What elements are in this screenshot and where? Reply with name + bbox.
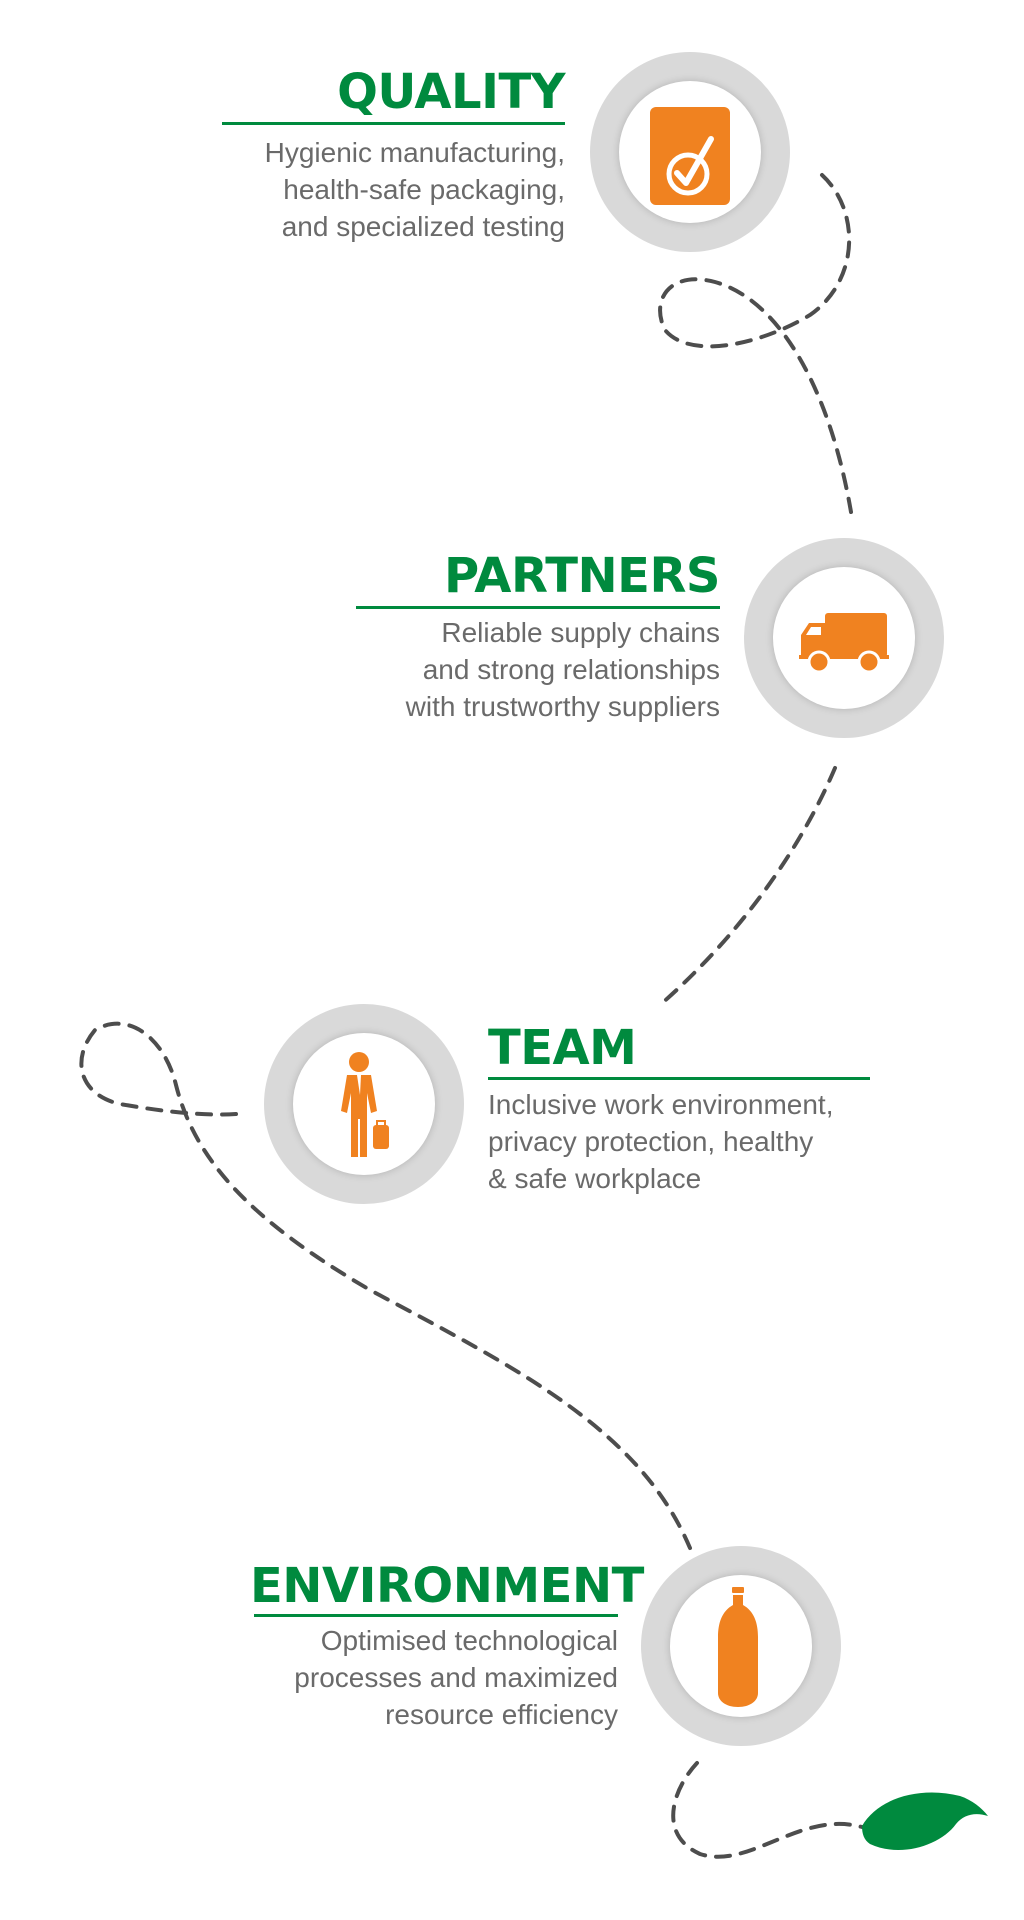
path-segment-partners-team bbox=[658, 766, 837, 1007]
team-description: Inclusive work environment, privacy prot… bbox=[488, 1086, 888, 1197]
quality-heading: QUALITY bbox=[337, 64, 565, 120]
delivery-truck-icon bbox=[799, 613, 889, 674]
quality-description-line: Hygienic manufacturing, bbox=[264, 137, 565, 168]
partners-icon-ring bbox=[744, 538, 944, 738]
businessman-icon bbox=[341, 1052, 389, 1157]
partners-description-line: Reliable supply chains bbox=[441, 617, 720, 648]
partners-heading: PARTNERS bbox=[444, 548, 720, 604]
environment-description: Optimised technological processes and ma… bbox=[228, 1622, 618, 1733]
path-segment-environment-leaf bbox=[671, 1761, 864, 1859]
partners-divider bbox=[356, 606, 720, 609]
team-heading: TEAM bbox=[488, 1020, 637, 1076]
partners-description-line: and strong relationships bbox=[422, 654, 720, 685]
leaf-icon bbox=[862, 1792, 988, 1851]
team-description-line: privacy protection, healthy bbox=[488, 1126, 814, 1157]
quality-divider bbox=[222, 122, 565, 125]
bottle-icon bbox=[718, 1587, 758, 1707]
team-description-line: & safe workplace bbox=[488, 1163, 702, 1194]
team-icon-ring bbox=[264, 1004, 464, 1204]
team-icon-disc bbox=[293, 1033, 435, 1175]
team-divider bbox=[488, 1077, 870, 1080]
environment-description-line: Optimised technological bbox=[320, 1625, 618, 1656]
partners-description: Reliable supply chains and strong relati… bbox=[330, 614, 720, 725]
environment-description-line: resource efficiency bbox=[385, 1699, 618, 1730]
clipboard-check-icon bbox=[650, 107, 730, 205]
environment-heading: ENVIRONMENT bbox=[250, 1558, 644, 1614]
quality-description: Hygienic manufacturing, health-safe pack… bbox=[180, 134, 565, 245]
environment-divider bbox=[254, 1614, 618, 1617]
environment-description-line: processes and maximized bbox=[294, 1662, 618, 1693]
environment-icon-disc bbox=[670, 1575, 812, 1717]
quality-icon-disc bbox=[619, 81, 761, 223]
partners-icon-disc bbox=[773, 567, 915, 709]
quality-description-line: and specialized testing bbox=[281, 211, 565, 242]
environment-icon-ring bbox=[641, 1546, 841, 1746]
team-description-line: Inclusive work environment, bbox=[488, 1089, 834, 1120]
quality-icon-ring bbox=[590, 52, 790, 252]
partners-description-line: with trustworthy suppliers bbox=[405, 691, 720, 722]
quality-description-line: health-safe packaging, bbox=[283, 174, 565, 205]
